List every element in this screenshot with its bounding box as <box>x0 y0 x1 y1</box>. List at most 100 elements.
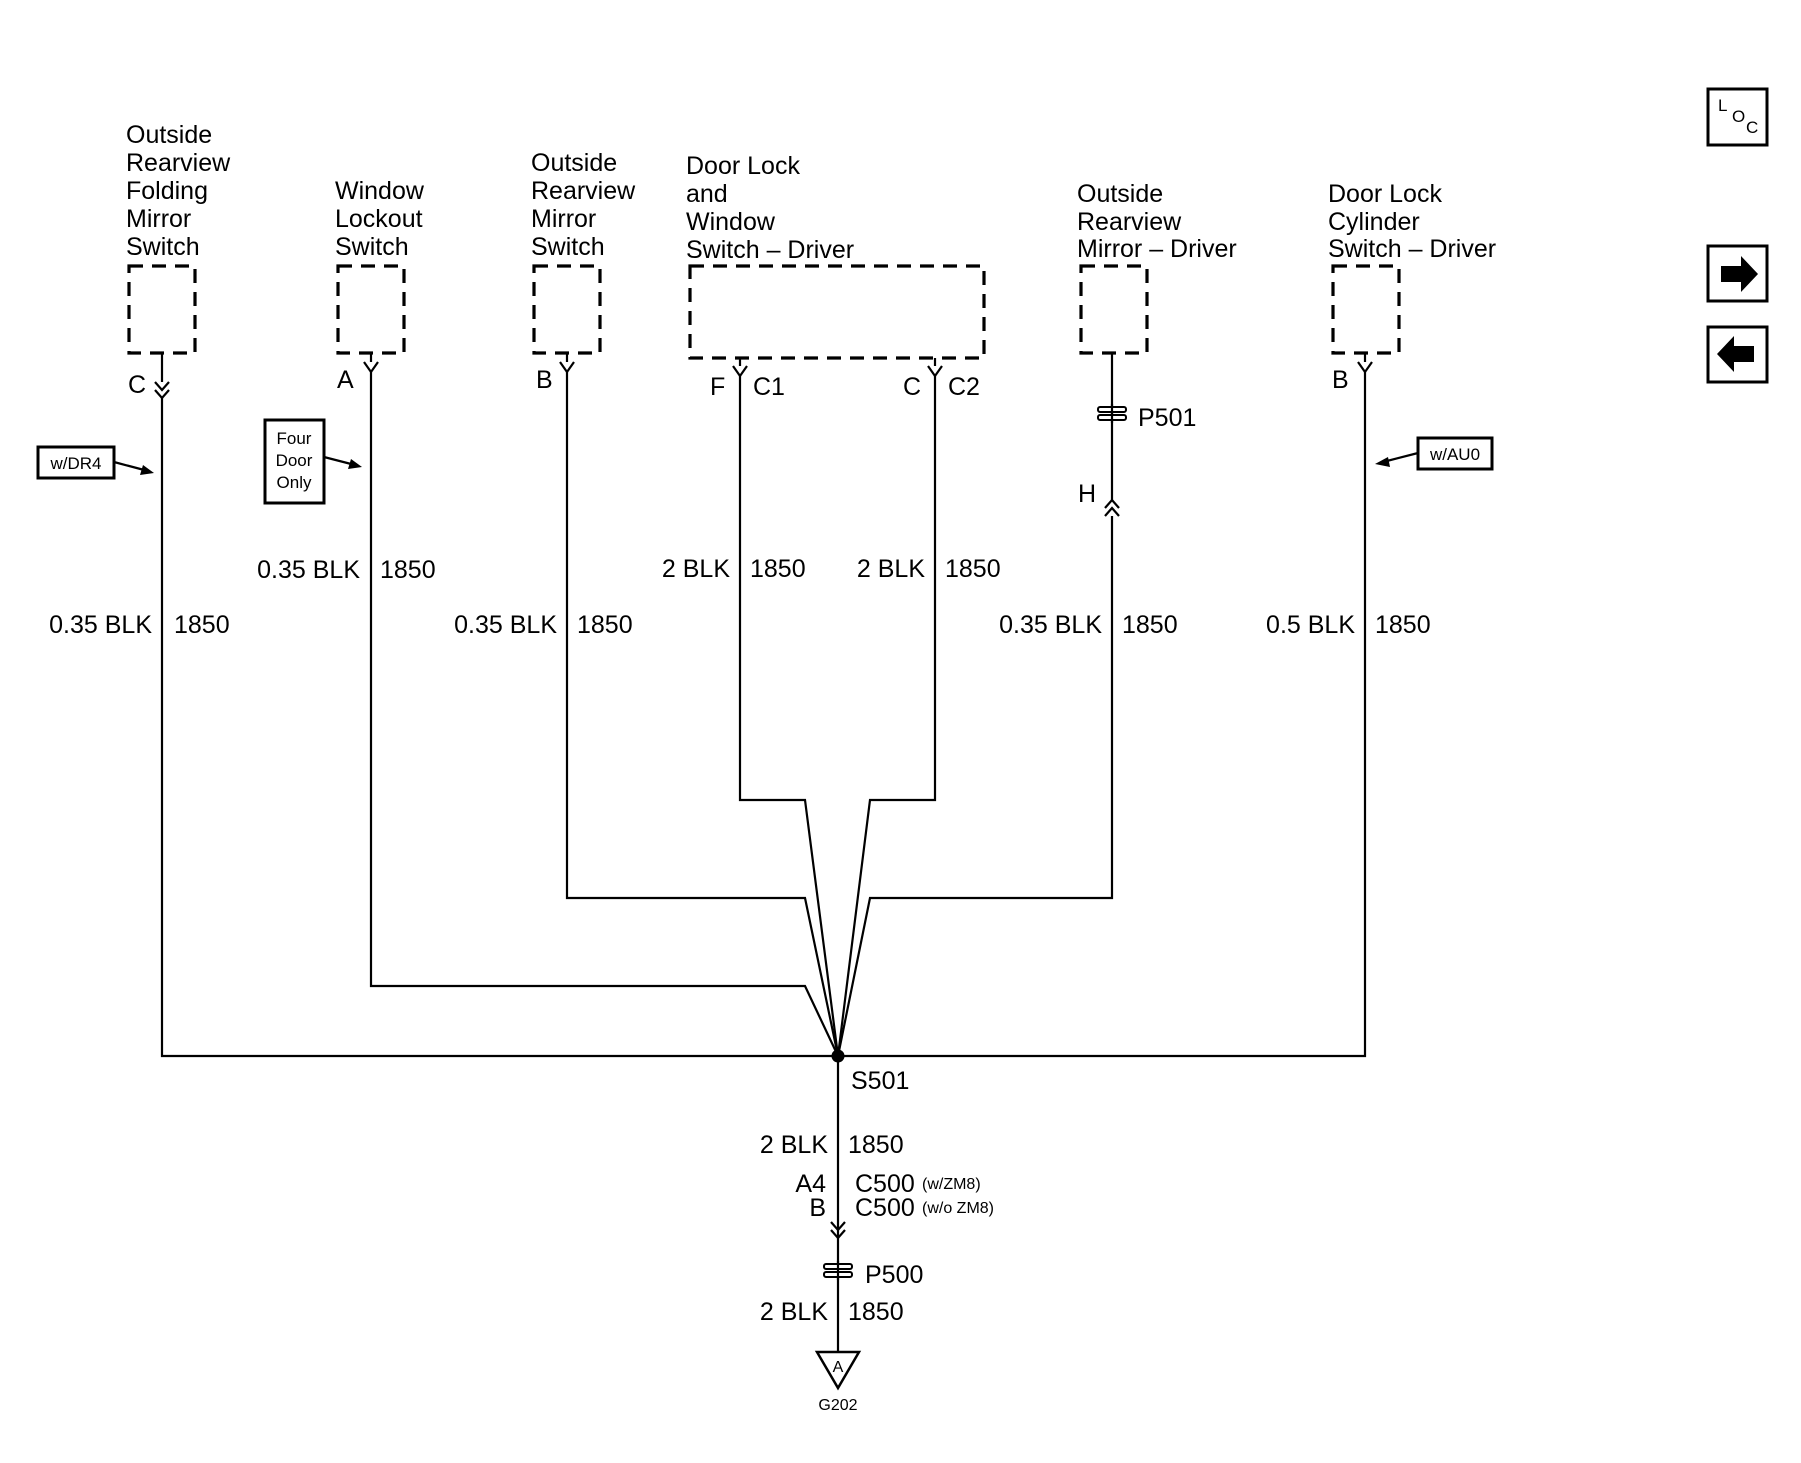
pin-label: B <box>536 366 553 394</box>
svg-text:P500: P500 <box>865 1261 923 1289</box>
connector-symbol-mirror-switch <box>559 361 575 374</box>
svg-text:Four: Four <box>277 429 312 448</box>
connector-p500: P500 <box>823 1261 923 1289</box>
pin-label: A <box>337 366 354 394</box>
svg-text:Mirror: Mirror <box>126 205 191 233</box>
right-arrow-icon <box>1721 256 1758 292</box>
wire-gauge-label: 2 BLK <box>760 1131 828 1159</box>
ground-g202: A G202 <box>814 1350 862 1414</box>
svg-text:A4: A4 <box>795 1170 826 1198</box>
wire-mirror-driver <box>836 516 1114 1057</box>
connector-symbol-folding-mirror <box>154 381 170 400</box>
wire-circuit-label: 1850 <box>174 611 230 639</box>
svg-text:A: A <box>833 1359 844 1376</box>
wire-gauge-label: 2 BLK <box>760 1298 828 1326</box>
window-lockout-switch-label: Window Lockout Switch <box>335 177 425 261</box>
svg-text:Outside: Outside <box>1077 180 1163 208</box>
wire-door-switch-c <box>836 376 937 1057</box>
svg-text:Door Lock: Door Lock <box>686 152 800 180</box>
connector-p501: P501 <box>1097 404 1196 432</box>
connector-c500: A4 B C500 (w/ZM8) C500 (w/o ZM8) <box>795 1170 994 1240</box>
connector-symbol-window-lockout <box>363 361 379 374</box>
connector-symbol-door-c <box>927 365 943 378</box>
pin-label: C <box>128 371 146 399</box>
wire-mirror-switch <box>565 372 840 1057</box>
wire-lock-cylinder <box>838 372 1367 1058</box>
svg-text:C500: C500 <box>855 1194 915 1222</box>
option-note-four-door: Four Door Only <box>263 418 362 505</box>
connector-label: C2 <box>948 373 980 401</box>
svg-text:(w/o ZM8): (w/o ZM8) <box>922 1200 994 1217</box>
svg-text:B: B <box>809 1194 826 1222</box>
wire-circuit-label: 1850 <box>848 1131 904 1159</box>
svg-text:Switch: Switch <box>126 233 200 261</box>
connector-symbol-mirror-driver-h <box>1104 498 1120 517</box>
wire-circuit-label: 1850 <box>380 556 436 584</box>
mirror-driver-label: Outside Rearview Mirror – Driver <box>1077 180 1237 263</box>
svg-text:Switch: Switch <box>335 233 409 261</box>
svg-text:Cylinder: Cylinder <box>1328 208 1420 236</box>
pin-label: H <box>1078 480 1096 508</box>
wire-circuit-label: 1850 <box>577 611 633 639</box>
svg-text:w/AU0: w/AU0 <box>1429 445 1480 464</box>
wire-circuit-label: 1850 <box>1122 611 1178 639</box>
svg-text:L: L <box>1718 96 1727 115</box>
folding-mirror-switch-box <box>127 264 197 355</box>
previous-page-button[interactable] <box>1706 325 1769 384</box>
door-lock-window-switch-box <box>688 264 986 360</box>
svg-text:C: C <box>1746 118 1758 137</box>
svg-text:O: O <box>1732 107 1745 126</box>
svg-text:Switch: Switch <box>531 233 605 261</box>
svg-text:Door: Door <box>276 451 313 470</box>
loc-button[interactable]: L O C <box>1706 87 1769 147</box>
svg-text:Rearview: Rearview <box>126 149 231 177</box>
svg-text:C500: C500 <box>855 1170 915 1198</box>
svg-text:Door Lock: Door Lock <box>1328 180 1442 208</box>
svg-text:Outside: Outside <box>126 121 212 149</box>
wire-circuit-label: 1850 <box>848 1298 904 1326</box>
svg-text:Window: Window <box>686 208 776 236</box>
wire-gauge-label: 0.35 BLK <box>454 611 557 639</box>
mirror-switch-box <box>532 264 602 355</box>
wire-gauge-label: 0.35 BLK <box>257 556 360 584</box>
connector-label: C1 <box>753 373 785 401</box>
pin-label: C <box>903 373 921 401</box>
svg-text:Switch – Driver: Switch – Driver <box>1328 235 1496 263</box>
svg-text:(w/ZM8): (w/ZM8) <box>922 1176 981 1193</box>
svg-text:Only: Only <box>277 473 312 492</box>
wire-gauge-label: 0.5 BLK <box>1266 611 1355 639</box>
svg-text:and: and <box>686 180 728 208</box>
svg-text:Window: Window <box>335 177 425 205</box>
connector-symbol-door-f <box>732 365 748 378</box>
mirror-switch-label: Outside Rearview Mirror Switch <box>531 149 636 261</box>
wire-circuit-label: 1850 <box>1375 611 1431 639</box>
option-note-dr4: w/DR4 <box>36 445 154 480</box>
svg-text:w/DR4: w/DR4 <box>49 454 101 473</box>
lock-cylinder-switch-box <box>1331 264 1401 355</box>
svg-text:Rearview: Rearview <box>531 177 636 205</box>
connector-symbol-lock-cylinder <box>1357 361 1373 374</box>
svg-text:Switch – Driver: Switch – Driver <box>686 236 854 264</box>
splice-label: S501 <box>851 1067 909 1095</box>
svg-text:P501: P501 <box>1138 404 1196 432</box>
mirror-driver-box <box>1079 264 1149 355</box>
left-arrow-icon <box>1717 336 1754 372</box>
pin-label: F <box>710 373 725 401</box>
wire-door-switch-f <box>738 376 840 1057</box>
folding-mirror-switch-label: Outside Rearview Folding Mirror Switch <box>126 121 231 261</box>
wire-gauge-label: 0.35 BLK <box>49 611 152 639</box>
window-lockout-switch-box <box>336 264 406 355</box>
svg-text:Folding: Folding <box>126 177 208 205</box>
splice-s501 <box>831 1049 845 1063</box>
svg-text:Rearview: Rearview <box>1077 208 1182 236</box>
wire-gauge-label: 2 BLK <box>662 555 730 583</box>
wire-gauge-label: 0.35 BLK <box>999 611 1102 639</box>
next-page-button[interactable] <box>1706 244 1769 303</box>
wire-gauge-label: 2 BLK <box>857 555 925 583</box>
svg-text:Mirror: Mirror <box>531 205 596 233</box>
wire-circuit-label: 1850 <box>945 555 1001 583</box>
wire-folding-mirror <box>160 398 838 1058</box>
wire-circuit-label: 1850 <box>750 555 806 583</box>
door-lock-window-switch-label: Door Lock and Window Switch – Driver <box>686 152 854 264</box>
option-note-au0: w/AU0 <box>1375 436 1494 471</box>
